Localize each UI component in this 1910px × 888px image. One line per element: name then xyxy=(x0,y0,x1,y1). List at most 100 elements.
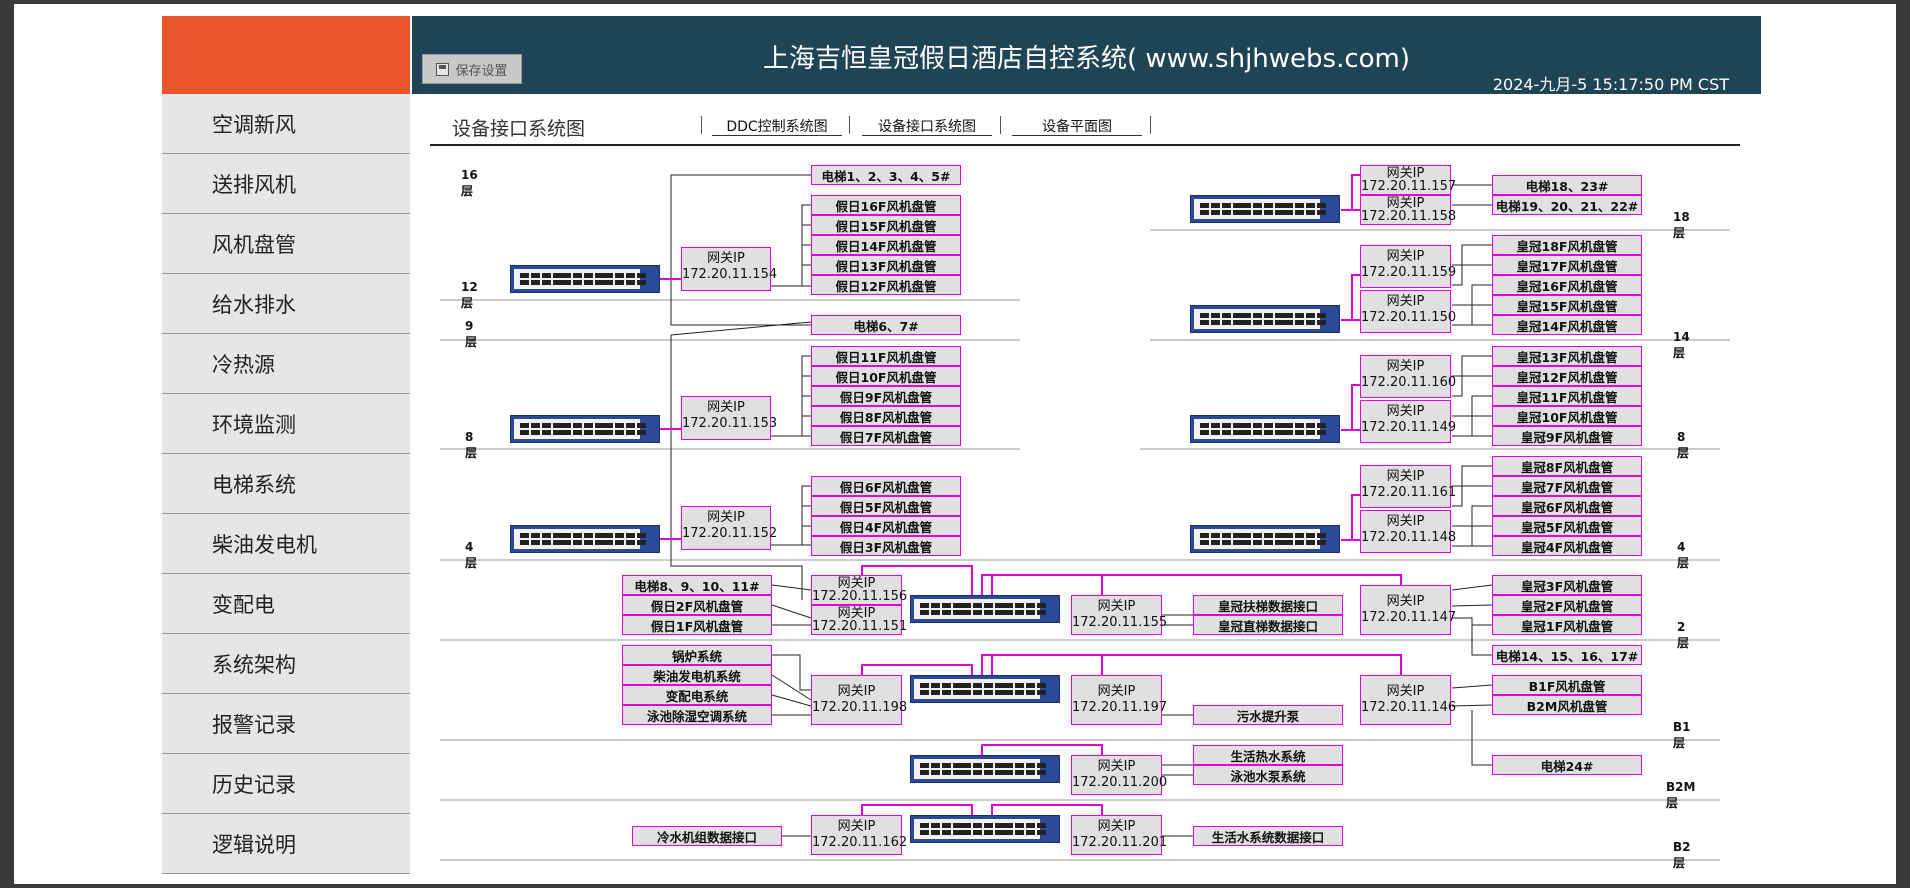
device-box[interactable]: 假日2F风机盘管 xyxy=(622,595,772,615)
device-box[interactable]: 皇冠17F风机盘管 xyxy=(1492,255,1642,275)
device-box[interactable]: B2M风机盘管 xyxy=(1492,695,1642,715)
device-box[interactable]: 电梯24# xyxy=(1492,755,1642,775)
sidebar-item-power-distribution[interactable]: 变配电 xyxy=(162,574,410,634)
device-box[interactable]: 皇冠2F风机盘管 xyxy=(1492,595,1642,615)
device-box[interactable]: 皇冠4F风机盘管 xyxy=(1492,536,1642,556)
switch-port xyxy=(1295,540,1304,545)
device-box[interactable]: 皇冠10F风机盘管 xyxy=(1492,406,1642,426)
device-box[interactable]: 假日16F风机盘管 xyxy=(811,195,961,215)
device-box[interactable]: 假日14F风机盘管 xyxy=(811,235,961,255)
switch-port xyxy=(1242,313,1251,318)
device-box[interactable]: 皇冠3F风机盘管 xyxy=(1492,575,1642,595)
device-box[interactable]: 假日7F风机盘管 xyxy=(811,426,961,446)
switch-port xyxy=(1233,540,1242,545)
switch-port xyxy=(931,683,940,688)
device-box[interactable]: 假日13F风机盘管 xyxy=(811,255,961,275)
switch-port xyxy=(920,823,929,828)
device-box[interactable]: 皇冠直梯数据接口 xyxy=(1193,615,1343,635)
device-box[interactable]: 变配电系统 xyxy=(622,685,772,705)
device-box[interactable]: 皇冠9F风机盘管 xyxy=(1492,426,1642,446)
device-box[interactable]: 皇冠18F风机盘管 xyxy=(1492,235,1642,255)
sidebar-item-elevator[interactable]: 电梯系统 xyxy=(162,454,410,514)
device-box[interactable]: 假日6F风机盘管 xyxy=(811,476,961,496)
sidebar-item-system-architecture[interactable]: 系统架构 xyxy=(162,634,410,694)
switch-port xyxy=(584,533,593,538)
sidebar-item-ac-fresh-air[interactable]: 空调新风 xyxy=(162,94,410,154)
device-box[interactable]: 皇冠13F风机盘管 xyxy=(1492,346,1642,366)
sidebar-item-alarm-records[interactable]: 报警记录 xyxy=(162,694,410,754)
sidebar-item-diesel-generator[interactable]: 柴油发电机 xyxy=(162,514,410,574)
device-box[interactable]: 假日10F风机盘管 xyxy=(811,366,961,386)
tab-device-interface[interactable]: 设备接口系统图 xyxy=(862,116,992,136)
device-box[interactable]: 泳池除湿空调系统 xyxy=(622,705,772,725)
device-box[interactable]: 电梯8、9、10、11# xyxy=(622,575,772,595)
device-box[interactable]: 电梯14、15、16、17# xyxy=(1492,645,1642,665)
sidebar-item-fan-coil[interactable]: 风机盘管 xyxy=(162,214,410,274)
device-box[interactable]: 假日15F风机盘管 xyxy=(811,215,961,235)
device-box[interactable]: B1F风机盘管 xyxy=(1492,675,1642,695)
sidebar-item-exhaust-fans[interactable]: 送排风机 xyxy=(162,154,410,214)
device-box[interactable]: 皇冠16F风机盘管 xyxy=(1492,275,1642,295)
device-box[interactable]: 皇冠15F风机盘管 xyxy=(1492,295,1642,315)
device-box[interactable]: 假日5F风机盘管 xyxy=(811,496,961,516)
device-box[interactable]: 假日12F风机盘管 xyxy=(811,275,961,295)
device-box[interactable]: 电梯1、2、3、4、5# xyxy=(811,165,961,185)
device-box[interactable]: 柴油发电机系统 xyxy=(622,665,772,685)
device-box[interactable]: 生活热水系统 xyxy=(1193,745,1343,765)
device-box[interactable]: 锅炉系统 xyxy=(622,645,772,665)
save-settings-button[interactable]: 保存设置 xyxy=(422,54,522,84)
network-switch xyxy=(910,815,1060,843)
device-box[interactable]: 污水提升泵 xyxy=(1193,705,1343,725)
device-box[interactable]: 皇冠7F风机盘管 xyxy=(1492,476,1642,496)
sidebar-item-water-supply[interactable]: 给水排水 xyxy=(162,274,410,334)
tab-floor-plan[interactable]: 设备平面图 xyxy=(1012,116,1142,136)
device-box[interactable]: 皇冠12F风机盘管 xyxy=(1492,366,1642,386)
device-box[interactable]: 皇冠1F风机盘管 xyxy=(1492,615,1642,635)
device-box[interactable]: 假日1F风机盘管 xyxy=(622,615,772,635)
device-box[interactable]: 电梯18、23# xyxy=(1492,175,1642,195)
device-box[interactable]: 电梯6、7# xyxy=(811,315,961,335)
device-box[interactable]: 假日9F风机盘管 xyxy=(811,386,961,406)
device-box[interactable]: 假日4F风机盘管 xyxy=(811,516,961,536)
device-box[interactable]: 皇冠11F风机盘管 xyxy=(1492,386,1642,406)
sidebar-item-history[interactable]: 历史记录 xyxy=(162,754,410,814)
device-box[interactable]: 皇冠14F风机盘管 xyxy=(1492,315,1642,335)
device-box[interactable]: 假日8F风机盘管 xyxy=(811,406,961,426)
device-box[interactable]: 皇冠5F风机盘管 xyxy=(1492,516,1642,536)
device-box[interactable]: 皇冠8F风机盘管 xyxy=(1492,456,1642,476)
device-box[interactable]: 生活水系统数据接口 xyxy=(1193,826,1343,846)
sidebar-item-environment[interactable]: 环境监测 xyxy=(162,394,410,454)
switch-port xyxy=(604,423,613,428)
device-box[interactable]: 电梯19、20、21、22# xyxy=(1492,195,1642,215)
device-box[interactable]: 冷水机组数据接口 xyxy=(632,826,782,846)
sidebar-item-cooling-heating[interactable]: 冷热源 xyxy=(162,334,410,394)
tab-ddc-control[interactable]: DDC控制系统图 xyxy=(712,116,842,136)
device-box[interactable]: 皇冠6F风机盘管 xyxy=(1492,496,1642,516)
sidebar-item-logic[interactable]: 逻辑说明 xyxy=(162,814,410,874)
device-box[interactable]: 假日11F风机盘管 xyxy=(811,346,961,366)
device-box[interactable]: 假日3F风机盘管 xyxy=(811,536,961,556)
device-box[interactable]: 泳池水泵系统 xyxy=(1193,765,1343,785)
device-box[interactable]: 皇冠扶梯数据接口 xyxy=(1193,595,1343,615)
